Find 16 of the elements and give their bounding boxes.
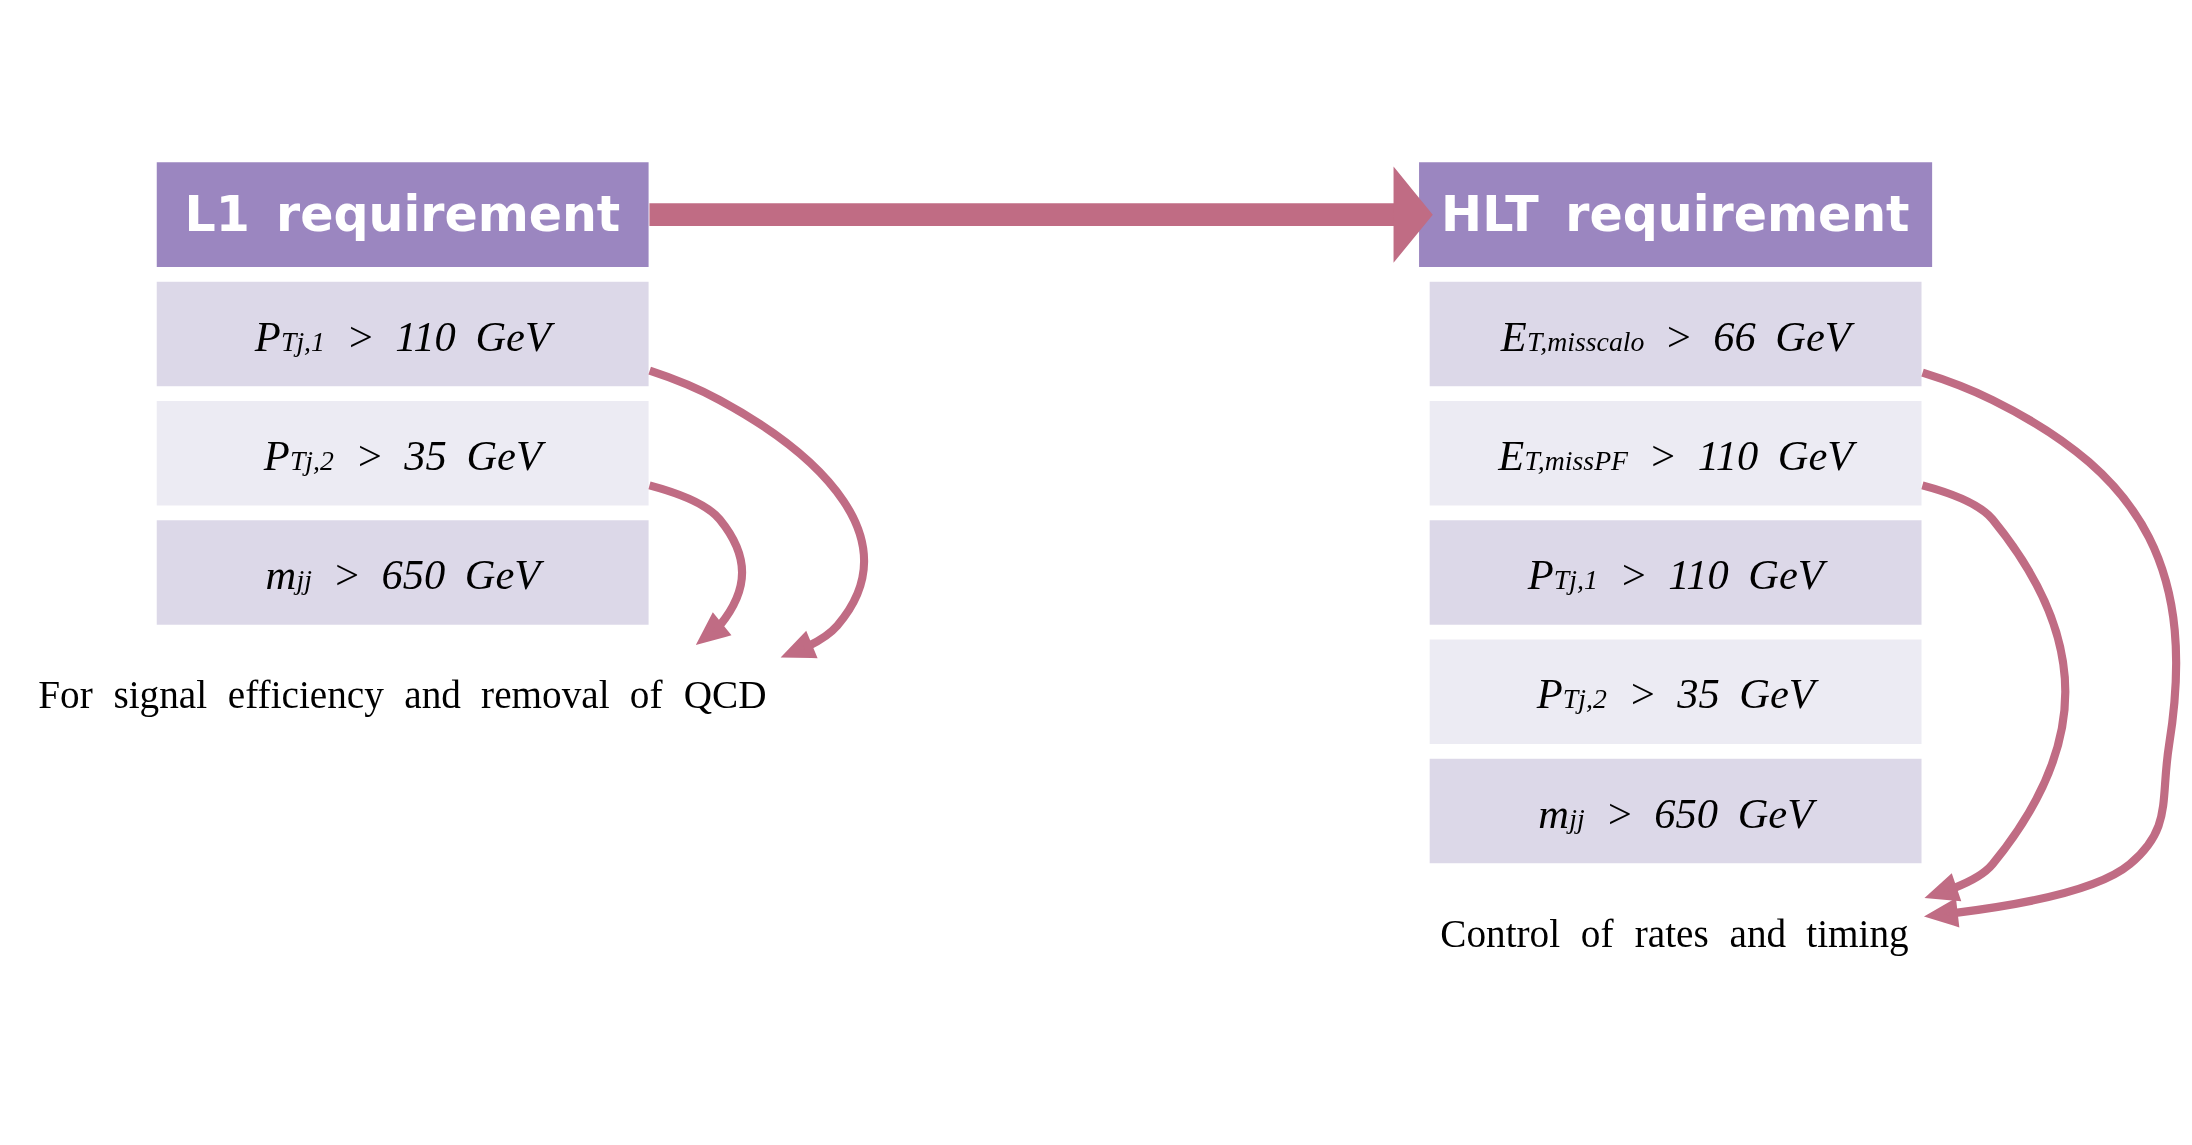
arrow bbox=[649, 166, 1433, 263]
node-box: PTj,1 > 110 GeV bbox=[155, 280, 651, 388]
node-box: HLT requirement bbox=[1417, 160, 1934, 269]
arrow bbox=[648, 481, 747, 646]
node-box: mjj > 650 GeV bbox=[155, 518, 651, 627]
node-text: Control of rates and timing bbox=[1440, 912, 1909, 956]
node-box: ET,misscalo > 66 GeV bbox=[1428, 280, 1924, 388]
node-text: For signal efficiency and removal of QCD bbox=[38, 673, 767, 717]
node-box: mjj > 650 GeV bbox=[1428, 757, 1924, 865]
arrow bbox=[1921, 368, 2181, 928]
arrow bbox=[1921, 481, 2070, 902]
arrow bbox=[648, 366, 868, 659]
node-box: PTj,2 > 35 GeV bbox=[155, 399, 651, 508]
node-box: L1 requirement bbox=[155, 160, 651, 269]
node-box: ET,missPF > 110 GeV bbox=[1428, 399, 1924, 508]
node-box: PTj,1 > 110 GeV bbox=[1428, 518, 1924, 627]
